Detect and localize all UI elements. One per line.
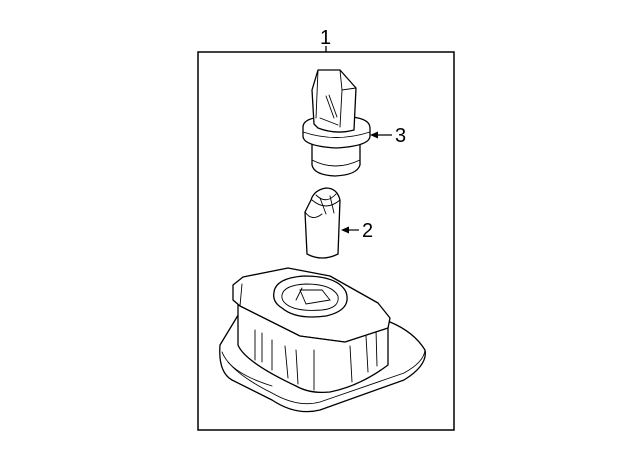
bulb-part bbox=[304, 187, 341, 259]
callout-1-label: 1 bbox=[320, 27, 331, 49]
callout-2-label: 2 bbox=[362, 220, 373, 242]
socket-part bbox=[302, 69, 371, 177]
callout-3-arrowhead bbox=[370, 131, 378, 139]
lamp-housing bbox=[219, 267, 426, 413]
callout-2-arrowhead bbox=[341, 226, 349, 234]
callout-3-label: 3 bbox=[395, 125, 406, 147]
